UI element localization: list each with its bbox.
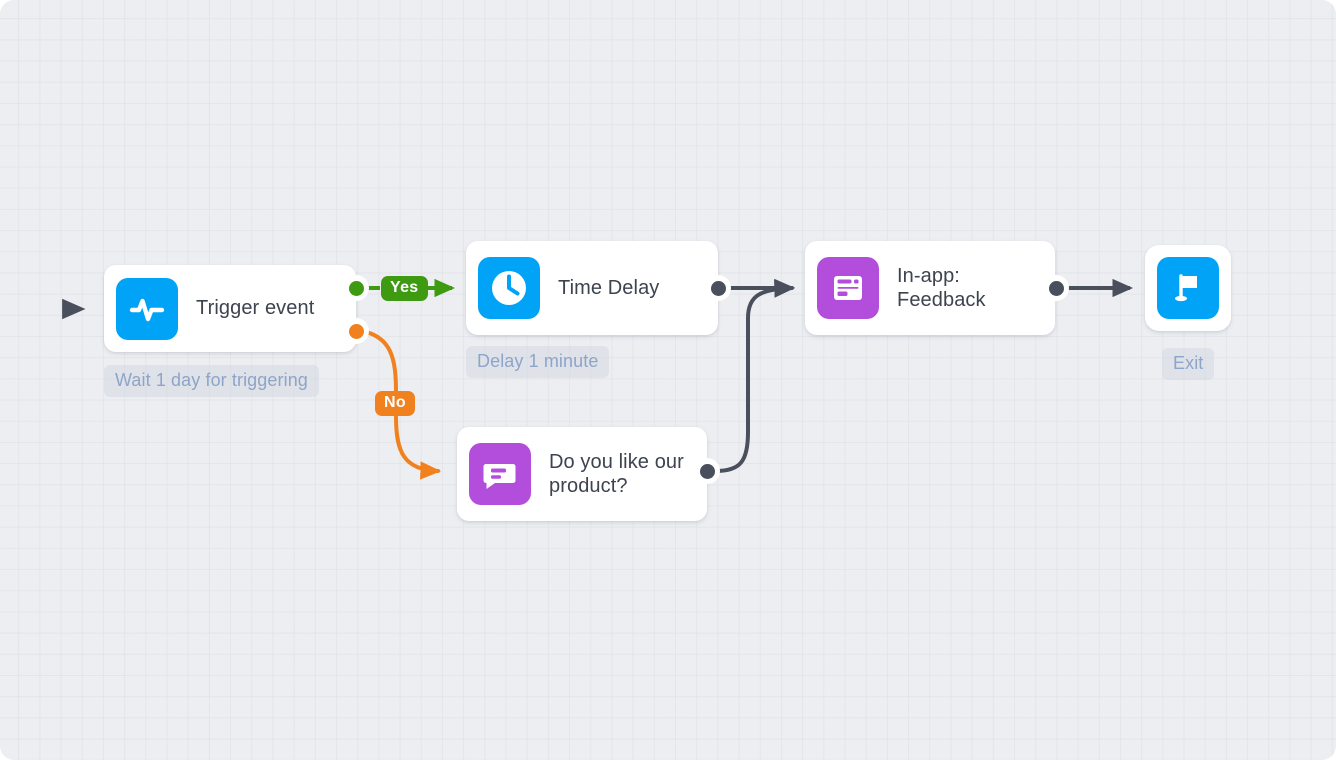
in-app-message-icon (817, 257, 879, 319)
output-port-no[interactable] (349, 324, 364, 339)
edge-question-to-inapp (713, 279, 796, 473)
badge-yes[interactable]: Yes (381, 276, 428, 301)
node-title-question-line1: Do you like our (549, 450, 684, 473)
node-title-time-delay: Time Delay (558, 276, 660, 299)
node-time-delay[interactable]: Time Delay (466, 241, 718, 335)
node-title-trigger: Trigger event (196, 297, 315, 320)
flag-glyph (1175, 274, 1197, 302)
node-title-in-app-line1: In-app: (897, 264, 960, 287)
output-port-question[interactable] (700, 464, 715, 479)
chip-trigger-wait: Wait 1 day for triggering (104, 365, 319, 397)
clock-icon (478, 257, 540, 319)
in-app-message-glyph (834, 276, 862, 300)
node-title-in-app-line2: Feedback (897, 289, 986, 311)
node-exit[interactable] (1145, 245, 1231, 331)
chat-bubble-icon (469, 443, 531, 505)
node-title-question-line2: product? (549, 475, 628, 497)
output-port-yes[interactable] (349, 281, 364, 296)
chip-exit-label: Exit (1162, 348, 1215, 380)
node-title-in-app: In-app: Feedback (897, 264, 1000, 313)
chip-delay-duration: Delay 1 minute (466, 346, 610, 378)
node-in-app-feedback[interactable]: In-app: Feedback (805, 241, 1055, 335)
output-port-time-delay[interactable] (711, 281, 726, 296)
flag-icon (1157, 257, 1219, 319)
output-port-in-app[interactable] (1049, 281, 1064, 296)
node-trigger-event[interactable]: Trigger event (104, 265, 356, 352)
activity-pulse-icon (116, 277, 178, 340)
badge-no[interactable]: No (375, 391, 415, 416)
node-title-question: Do you like our product? (549, 450, 698, 499)
clock-glyph (492, 271, 526, 305)
activity-pulse-glyph (129, 298, 165, 321)
node-question[interactable]: Do you like our product? (457, 427, 707, 521)
chat-bubble-glyph (483, 464, 516, 489)
